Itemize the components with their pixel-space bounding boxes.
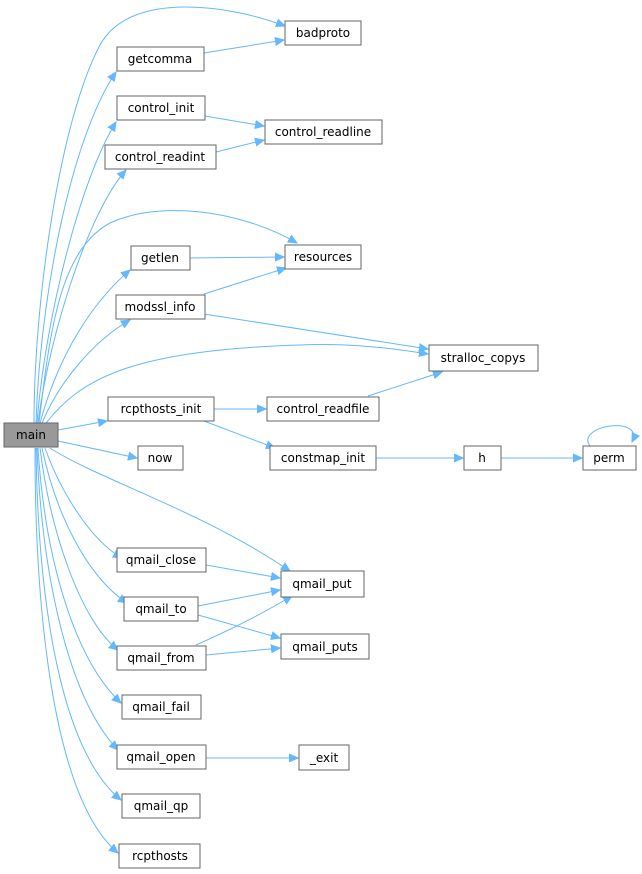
node-qmail_qp[interactable]: qmail_qp <box>121 793 201 819</box>
node-rcpthosts_init-label: rcpthosts_init <box>121 402 202 416</box>
node-control_readline[interactable]: control_readline <box>264 119 383 145</box>
node-qmail_open[interactable]: qmail_open <box>116 744 207 770</box>
node-resources[interactable]: resources <box>284 244 362 270</box>
node-control_init-label: control_init <box>128 101 195 115</box>
node-main[interactable]: main <box>3 422 59 448</box>
edge-main-getcomma <box>35 72 116 424</box>
edge-main-modssl_info <box>41 320 130 424</box>
edge-control_init-control_readline <box>204 115 264 126</box>
node-qmail_from-label: qmail_from <box>127 651 194 665</box>
node-constmap_init-label: constmap_init <box>281 451 365 465</box>
node-qmail_close[interactable]: qmail_close <box>116 547 207 573</box>
node-_exit[interactable]: _exit <box>298 744 350 771</box>
node-control_readint[interactable]: control_readint <box>104 144 217 170</box>
node-qmail_close-label: qmail_close <box>126 553 196 567</box>
edge-main-resources <box>38 210 297 424</box>
node-getlen[interactable]: getlen <box>130 245 191 271</box>
node-qmail_from[interactable]: qmail_from <box>116 645 207 671</box>
node-qmail_to[interactable]: qmail_to <box>123 596 199 622</box>
edge-qmail_from-qmail_puts <box>205 648 280 656</box>
node-badproto-label: badproto <box>296 26 350 40</box>
edge-main-getlen <box>39 270 130 424</box>
edge-qmail_to-qmail_puts <box>197 614 280 638</box>
edge-perm-perm <box>587 425 634 447</box>
edge-main-control_readint <box>37 170 126 424</box>
edge-main-qmail_to <box>41 447 127 603</box>
node-qmail_put-label: qmail_put <box>292 577 352 591</box>
edge-control_readfile-stralloc_copys <box>367 372 442 397</box>
edge-control_readint-control_readline <box>215 140 264 153</box>
node-qmail_fail[interactable]: qmail_fail <box>121 694 202 720</box>
edge-qmail_from-qmail_put <box>195 596 292 646</box>
node-qmail_qp-label: qmail_qp <box>134 799 189 813</box>
edge-qmail_to-qmail_put <box>197 590 280 607</box>
node-control_readfile-label: control_readfile <box>277 402 370 416</box>
node-qmail_to-label: qmail_to <box>135 602 186 616</box>
edge-getcomma-badproto <box>203 40 284 54</box>
node-badproto[interactable]: badproto <box>284 20 362 46</box>
edge-main-qmail_fail <box>37 447 121 703</box>
edge-main-qmail_qp <box>35 447 121 800</box>
nodes: main badproto getcomma control_init cont… <box>3 20 637 869</box>
node-perm-label: perm <box>593 451 624 465</box>
node-stralloc_copys-label: stralloc_copys <box>441 351 526 365</box>
edge-main-qmail_open <box>36 447 118 750</box>
node-control_readint-label: control_readint <box>115 150 206 164</box>
node-modssl_info-label: modssl_info <box>125 300 196 314</box>
edge-modssl_info-stralloc_copys <box>203 313 428 349</box>
node-qmail_fail-label: qmail_fail <box>132 700 190 714</box>
node-now-label: now <box>148 451 173 465</box>
node-resources-label: resources <box>294 250 352 264</box>
node-now[interactable]: now <box>137 445 184 471</box>
node-getlen-label: getlen <box>141 251 179 265</box>
edge-main-badproto <box>33 6 285 424</box>
node-modssl_info[interactable]: modssl_info <box>115 294 206 320</box>
edge-main-stralloc_copys <box>45 344 428 424</box>
node-_exit-label: _exit <box>309 751 339 765</box>
edges <box>33 6 634 853</box>
node-perm[interactable]: perm <box>582 445 637 471</box>
edge-main-rcpthosts <box>34 447 118 853</box>
node-stralloc_copys[interactable]: stralloc_copys <box>428 344 539 372</box>
edge-main-qmail_from <box>39 447 118 650</box>
edge-main-qmail_put <box>49 447 290 571</box>
edge-main-qmail_close <box>44 447 122 558</box>
node-main-label: main <box>16 428 46 442</box>
edge-modssl_info-resources <box>203 268 286 295</box>
node-qmail_puts-label: qmail_puts <box>292 640 358 654</box>
node-control_init[interactable]: control_init <box>116 95 206 121</box>
node-h-label: h <box>478 451 486 465</box>
node-control_readline-label: control_readline <box>275 125 371 139</box>
edge-getlen-resources <box>189 257 284 258</box>
node-qmail_puts[interactable]: qmail_puts <box>280 633 370 660</box>
node-rcpthosts-label: rcpthosts <box>132 849 188 863</box>
edge-main-now <box>57 440 137 458</box>
node-h[interactable]: h <box>463 445 502 471</box>
node-rcpthosts[interactable]: rcpthosts <box>118 843 201 869</box>
node-getcomma-label: getcomma <box>128 52 192 66</box>
node-qmail_put[interactable]: qmail_put <box>280 570 365 598</box>
node-constmap_init[interactable]: constmap_init <box>269 445 377 471</box>
node-getcomma[interactable]: getcomma <box>116 46 205 72</box>
node-qmail_open-label: qmail_open <box>126 750 195 764</box>
edge-rcpthosts_init-constmap_init <box>203 420 275 448</box>
node-control_readfile[interactable]: control_readfile <box>266 396 380 422</box>
edge-main-control_init <box>36 122 116 424</box>
edge-main-rcpthosts_init <box>57 421 107 431</box>
node-rcpthosts_init[interactable]: rcpthosts_init <box>107 396 215 422</box>
edge-qmail_close-qmail_put <box>205 564 280 578</box>
